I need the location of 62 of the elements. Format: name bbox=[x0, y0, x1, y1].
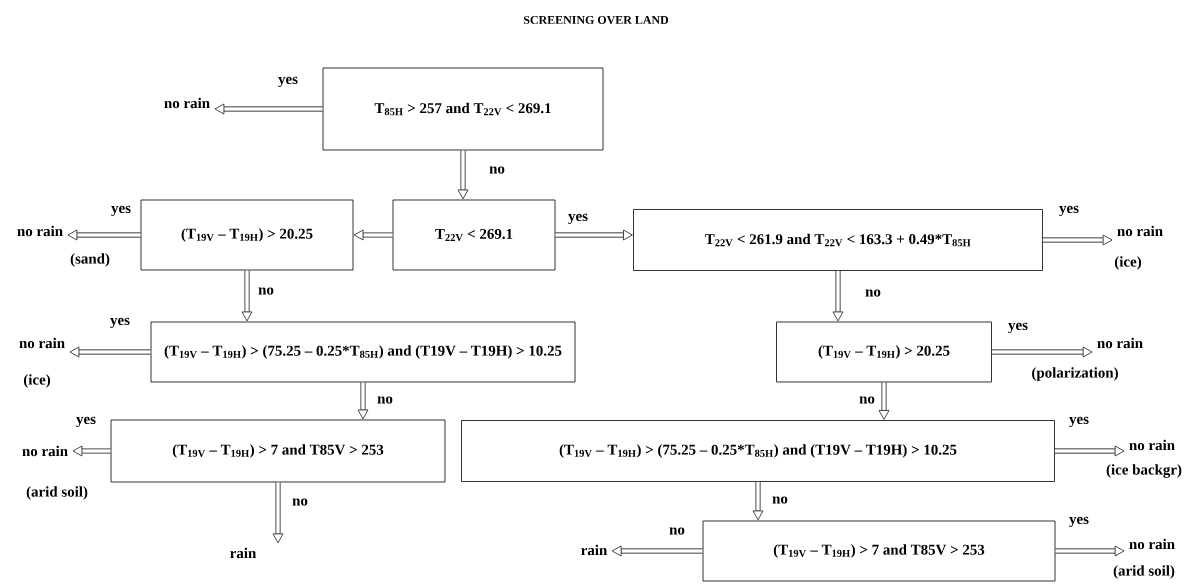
edge-label: no bbox=[489, 166, 505, 174]
note-text: (sand) bbox=[70, 253, 110, 267]
decision-box: (T$_{19V}$ – T$_{19H}$) > (75.25 – 0.25*T$_{85H}$) and (T19V – T19H) > 10.25 bbox=[461, 420, 1055, 482]
note-text: (ice) bbox=[1114, 256, 1142, 270]
note-text: (arid soil) bbox=[26, 486, 88, 500]
arrow bbox=[272, 482, 284, 544]
note-text: (arid soil) bbox=[1113, 565, 1175, 579]
edge-label: yes bbox=[1069, 516, 1089, 528]
edge-label: no bbox=[859, 396, 875, 404]
outcome-text: rain bbox=[230, 547, 257, 559]
outcome-text: no rain bbox=[164, 97, 210, 109]
outcome-text: no rain bbox=[19, 337, 65, 349]
edge-label: no bbox=[377, 396, 393, 404]
arrow bbox=[991, 346, 1093, 358]
title: SCREENING OVER LAND bbox=[523, 15, 669, 25]
note-text: (polarization) bbox=[1032, 367, 1118, 381]
arrow bbox=[555, 229, 633, 241]
edge-label: yes bbox=[1069, 416, 1089, 428]
edge-label: yes bbox=[111, 205, 131, 217]
decision-box: T$_{22V}$ < 269.1 bbox=[392, 199, 556, 271]
arrow bbox=[878, 382, 890, 420]
arrow bbox=[214, 103, 323, 115]
note-text: (ice) bbox=[24, 374, 51, 388]
edge-label: yes bbox=[1008, 322, 1028, 334]
edge-label: no bbox=[865, 289, 881, 297]
decision-box: (T$_{19V}$ – T$_{19H}$) > 7 and T85V > 253 bbox=[702, 520, 1056, 582]
arrow bbox=[611, 545, 703, 557]
edge-label: no bbox=[669, 527, 685, 535]
arrow bbox=[1055, 545, 1125, 557]
arrow bbox=[357, 382, 369, 420]
arrow bbox=[457, 150, 469, 200]
decision-box: T$_{85H}$ > 257 and T$_{22V}$ < 269.1 bbox=[322, 67, 604, 151]
note-text: (ice backgr) bbox=[1106, 464, 1182, 478]
outcome-text: no rain bbox=[1129, 439, 1175, 451]
decision-box: (T$_{19V}$ – T$_{19H}$) > 7 and T85V > 253 bbox=[110, 419, 446, 483]
arrow bbox=[67, 229, 141, 241]
outcome-text: no rain bbox=[1097, 337, 1143, 349]
edge-label: no bbox=[772, 496, 788, 504]
arrow bbox=[1042, 234, 1113, 246]
arrow bbox=[832, 270, 844, 322]
outcome-text: no rain bbox=[17, 225, 63, 237]
edge-label: no bbox=[258, 287, 274, 295]
edge-label: yes bbox=[1059, 205, 1079, 217]
arrow bbox=[752, 481, 764, 521]
edge-label: yes bbox=[278, 76, 298, 88]
decision-box: (T$_{19V}$ – T$_{19H}$) > 20.25 bbox=[140, 199, 354, 271]
arrow bbox=[241, 270, 253, 322]
edge-label: yes bbox=[110, 317, 130, 329]
outcome-text: no rain bbox=[1129, 538, 1175, 550]
decision-box: (T$_{19V}$ – T$_{19H}$) > 20.25 bbox=[776, 321, 992, 383]
outcome-text: rain bbox=[581, 544, 608, 556]
arrow bbox=[1054, 445, 1125, 457]
outcome-text: no rain bbox=[1117, 225, 1163, 237]
arrow bbox=[72, 445, 111, 457]
arrow bbox=[353, 229, 393, 241]
outcome-text: no rain bbox=[22, 445, 68, 457]
edge-label: yes bbox=[76, 416, 96, 428]
edge-label: yes bbox=[568, 213, 588, 225]
arrow bbox=[69, 346, 151, 358]
edge-label: no bbox=[292, 498, 308, 506]
decision-box: T$_{22V}$ < 261.9 and T$_{22V}$ < 163.3 + 0.49*T$_{85H}$ bbox=[633, 209, 1043, 271]
decision-box: (T$_{19V}$ – T$_{19H}$) > (75.25 – 0.25*T$_{85H}$) and (T19V – T19H) > 10.25 bbox=[150, 321, 576, 383]
